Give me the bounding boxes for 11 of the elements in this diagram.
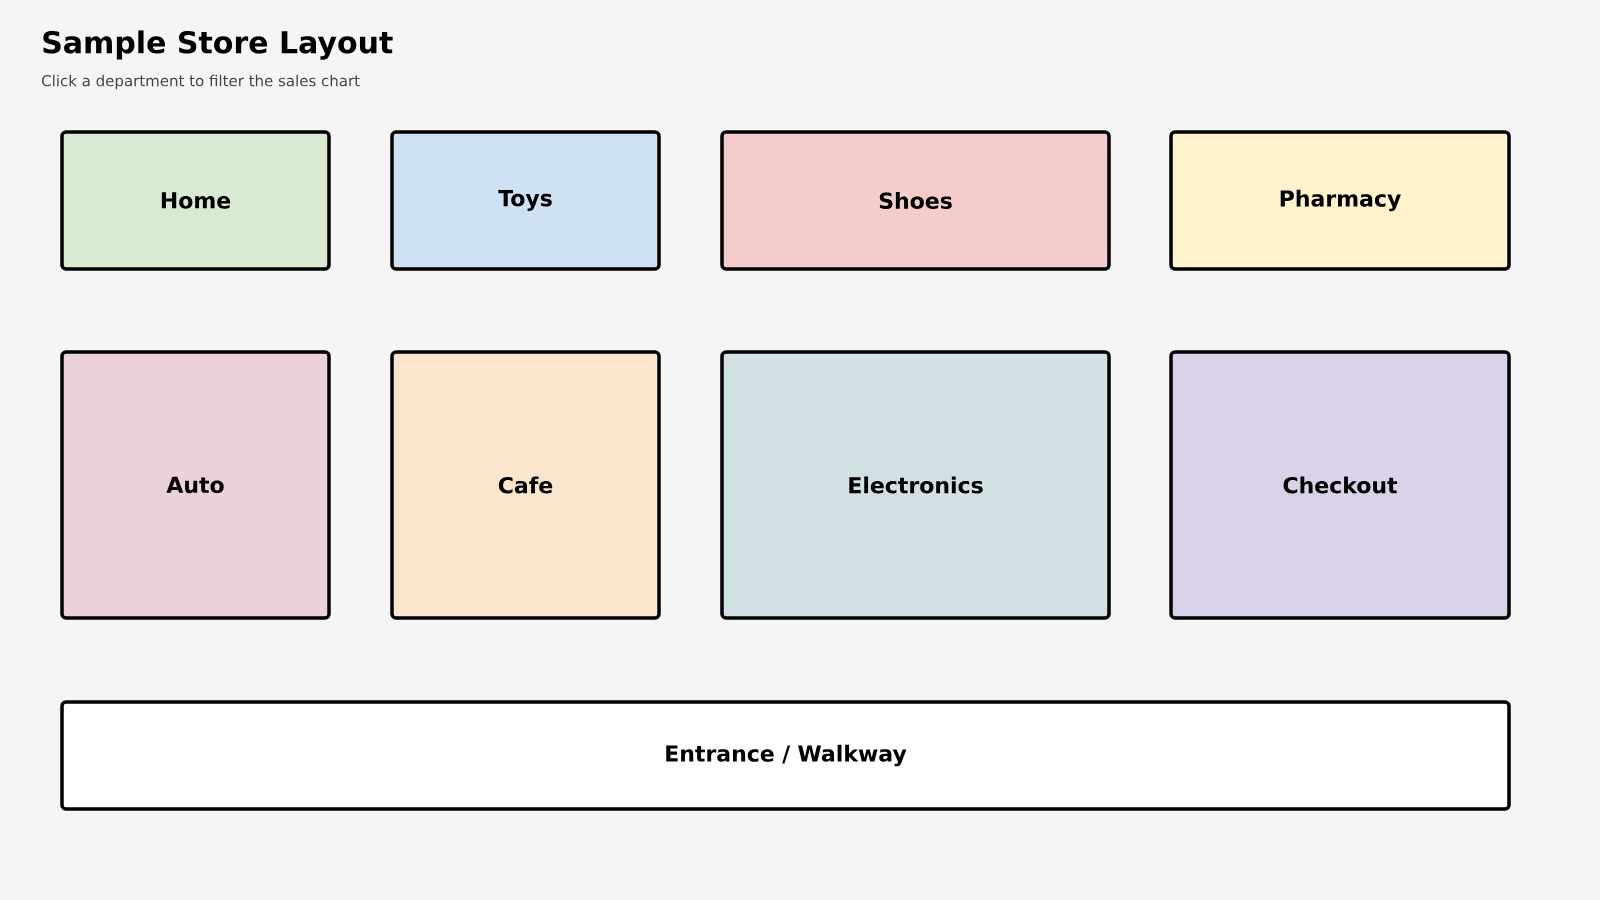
department-box: Shoes — [720, 130, 1111, 271]
department-box: Toys — [390, 130, 661, 271]
department-box: Home — [60, 130, 331, 271]
title: Sample Store Layout — [43, 30, 393, 60]
department-box: Electronics — [720, 350, 1111, 620]
department-box: Pharmacy — [1169, 130, 1511, 271]
department-box: Cafe — [390, 350, 661, 620]
department-box: Entrance / Walkway — [60, 700, 1511, 811]
subtitle: Click a department to filter the sales chart — [42, 74, 360, 90]
department-box: Checkout — [1169, 350, 1511, 620]
department-box: Auto — [60, 350, 331, 620]
